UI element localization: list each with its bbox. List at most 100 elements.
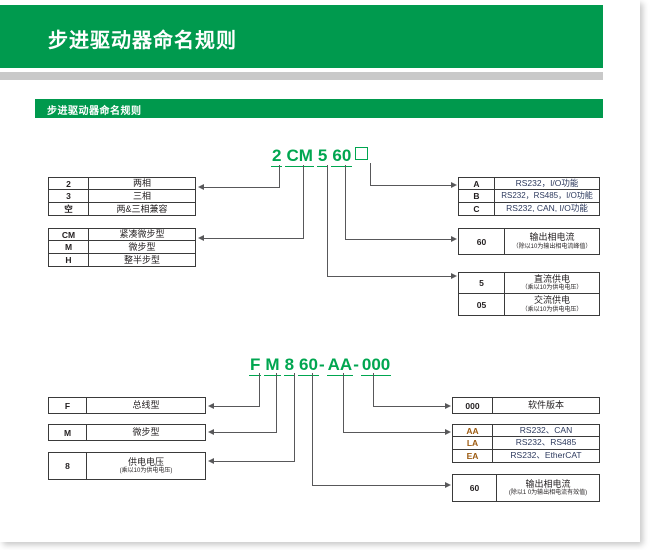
table-row: 05 交流供电 （乘以10为供电电压） xyxy=(459,294,599,315)
leader-line xyxy=(327,276,451,277)
model-code-2-segment-1: M xyxy=(264,355,281,376)
table-row: H 整半步型 xyxy=(49,253,195,266)
table-row: EA RS232、EtherCAT xyxy=(453,449,599,462)
leader-line xyxy=(343,373,344,432)
microstep-type-table: M 微步型 xyxy=(48,424,206,441)
row-value: RS232，I/O功能 xyxy=(515,177,579,188)
model-code-1-segment-1: CM xyxy=(285,146,314,167)
table-row: CM 紧凑微步型 xyxy=(49,229,195,242)
bus-type-table: F 总线型 xyxy=(48,397,206,414)
leader-line xyxy=(345,239,451,240)
leader-arrow xyxy=(445,402,451,409)
row-value: 三相 xyxy=(132,190,151,201)
leader-arrow xyxy=(208,428,214,435)
table-row: A RS232，I/O功能 xyxy=(459,177,599,191)
leader-line xyxy=(343,432,445,433)
row-value: RS232、RS485 xyxy=(515,437,577,448)
software-version-table: 000 软件版本 xyxy=(452,397,600,414)
row-key: CM xyxy=(49,229,89,241)
leader-line xyxy=(373,373,374,406)
row-key: C xyxy=(459,202,495,215)
leader-line xyxy=(312,485,445,486)
table-row: 60 输出相电流 （除以10为输出相电流峰值） xyxy=(459,229,599,254)
row-value: 两&三相兼容 xyxy=(116,203,168,214)
row-key: 60 xyxy=(453,475,497,501)
table-row: 3 三相 xyxy=(49,190,195,203)
row-value: 供电电压 (乘以10为供电电压) xyxy=(87,453,205,479)
leader-line xyxy=(294,373,295,461)
row-key: M xyxy=(49,425,87,440)
leader-arrow xyxy=(208,457,214,464)
row-value: 输出相电流 （除以10为输出相电流峰值） xyxy=(505,229,599,254)
leader-arrow xyxy=(451,181,457,188)
row-key: EA xyxy=(453,449,493,462)
row-key: A xyxy=(459,178,495,190)
page-top-edge xyxy=(0,0,640,5)
leader-arrow xyxy=(198,234,204,241)
table-row: B RS232，RS485，I/O功能 xyxy=(459,190,599,203)
table-row: 2 两相 xyxy=(49,178,195,191)
row-key: 2 xyxy=(49,178,89,190)
power-supply-table: 5 直流供电 （乘以10为供电电压） 05 交流供电 （乘以10为供电电压） xyxy=(458,272,600,316)
model-code-2-segment-2: 8 xyxy=(283,355,296,376)
model-code-1-segment-0: 2 xyxy=(271,146,283,167)
leader-line xyxy=(373,406,445,407)
model-code-2-segment-5: 000 xyxy=(360,355,392,376)
leader-line xyxy=(214,461,295,462)
row-key: 05 xyxy=(459,294,505,315)
section-header-label: 步进驱动器命名规则 xyxy=(47,106,142,117)
row-value: 微步型 xyxy=(132,427,160,438)
table-row: AA RS232、CAN xyxy=(453,424,599,438)
row-key: 000 xyxy=(453,398,493,413)
leader-line xyxy=(327,165,328,276)
row-key: H xyxy=(49,253,89,266)
leader-arrow xyxy=(208,402,214,409)
row-value: RS232，RS485，I/O功能 xyxy=(501,191,593,201)
table-row: M 微步型 xyxy=(49,425,205,440)
row-key: 空 xyxy=(49,202,89,215)
leader-arrow xyxy=(198,183,204,190)
row-value: RS232, CAN, I/O功能 xyxy=(506,202,588,213)
leader-arrow xyxy=(445,481,451,488)
supply-voltage-table: 8 供电电压 (乘以10为供电电压) xyxy=(48,452,206,480)
leader-line xyxy=(345,165,346,239)
row-value: 微步型 xyxy=(128,241,156,252)
row-key: B xyxy=(459,190,495,202)
output-current-table-2: 60 输出相电流 (除以1 0为输出相电流有效值) xyxy=(452,474,600,502)
page-title: 步进驱动器命名规则 xyxy=(48,30,237,52)
row-key: 8 xyxy=(49,453,87,479)
table-row: F 总线型 xyxy=(49,398,205,413)
row-value: 输出相电流 (除以1 0为输出相电流有效值) xyxy=(497,475,599,501)
model-code-2-separator-5: - xyxy=(353,355,359,374)
leader-arrow xyxy=(451,235,457,242)
row-value-sub: (乘以10为供电电压) xyxy=(119,468,173,475)
phase-type-table: 2 两相 3 三相 空 两&三相兼容 xyxy=(48,177,196,216)
table-row: LA RS232、RS485 xyxy=(453,437,599,450)
row-value: 直流供电 （乘以10为供电电压） xyxy=(505,273,599,293)
row-value: 两相 xyxy=(132,178,151,189)
output-current-table: 60 输出相电流 （除以10为输出相电流峰值） xyxy=(458,228,600,255)
leader-line xyxy=(312,373,313,485)
model-code-1-segment-3: 60 xyxy=(331,146,353,167)
table-row: 空 两&三相兼容 xyxy=(49,202,195,215)
row-value-main: 交流供电 xyxy=(533,295,570,306)
row-value-sub: (除以1 0为输出相电流有效值) xyxy=(508,490,588,497)
row-value: RS232、CAN xyxy=(519,424,573,435)
table-row: 60 输出相电流 (除以1 0为输出相电流有效值) xyxy=(453,475,599,501)
leader-line xyxy=(303,165,304,238)
row-key: 3 xyxy=(49,190,89,202)
model-code-2-separator-4: - xyxy=(318,355,325,374)
table-row: 8 供电电压 (乘以10为供电电压) xyxy=(49,453,205,479)
interface-table: AA RS232、CAN LA RS232、RS485 EA RS232、Eth… xyxy=(452,424,600,463)
row-value: RS232、EtherCAT xyxy=(510,449,582,460)
table-row: C RS232, CAN, I/O功能 xyxy=(459,202,599,215)
row-value-sub: （除以10为输出相电流峰值） xyxy=(512,243,592,250)
row-value-main: 输出相电流 xyxy=(525,478,571,489)
leader-line xyxy=(279,165,280,187)
page-banner xyxy=(0,5,603,68)
row-value: 总线型 xyxy=(132,400,160,411)
row-value-sub: （乘以10为供电电压） xyxy=(521,306,583,313)
table-row: M 微步型 xyxy=(49,241,195,254)
